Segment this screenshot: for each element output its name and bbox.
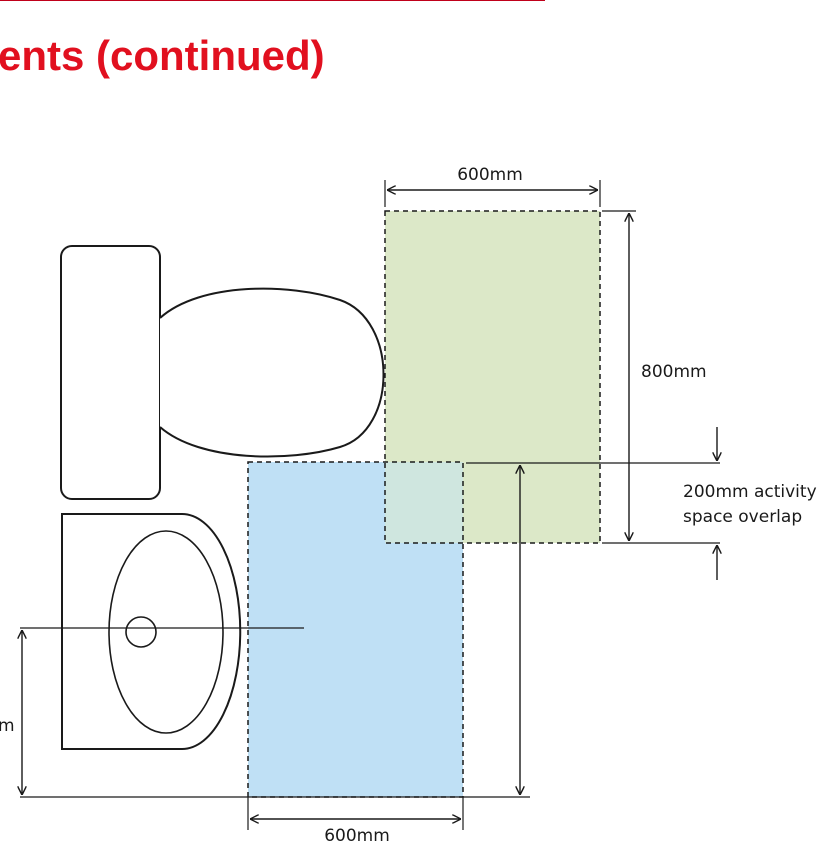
wc-pan xyxy=(159,287,385,458)
toilet-depth-label: 800mm xyxy=(641,362,707,382)
top-rule xyxy=(0,0,545,1)
basin-plughole xyxy=(125,616,157,648)
toilet-activity-space-outline xyxy=(384,210,601,544)
page-heading: ents (continued) xyxy=(0,32,325,79)
basin-bowl xyxy=(108,530,224,734)
wc-cistern xyxy=(60,245,161,500)
basin-height-label: m xyxy=(0,716,15,736)
overlap-area xyxy=(385,462,463,543)
overlap-label-line2: space overlap xyxy=(683,507,802,527)
toilet-width-label: 600mm xyxy=(457,165,523,185)
overlap-label-line1: 200mm activity xyxy=(683,482,817,502)
basin-width-label: 600mm xyxy=(324,826,390,846)
